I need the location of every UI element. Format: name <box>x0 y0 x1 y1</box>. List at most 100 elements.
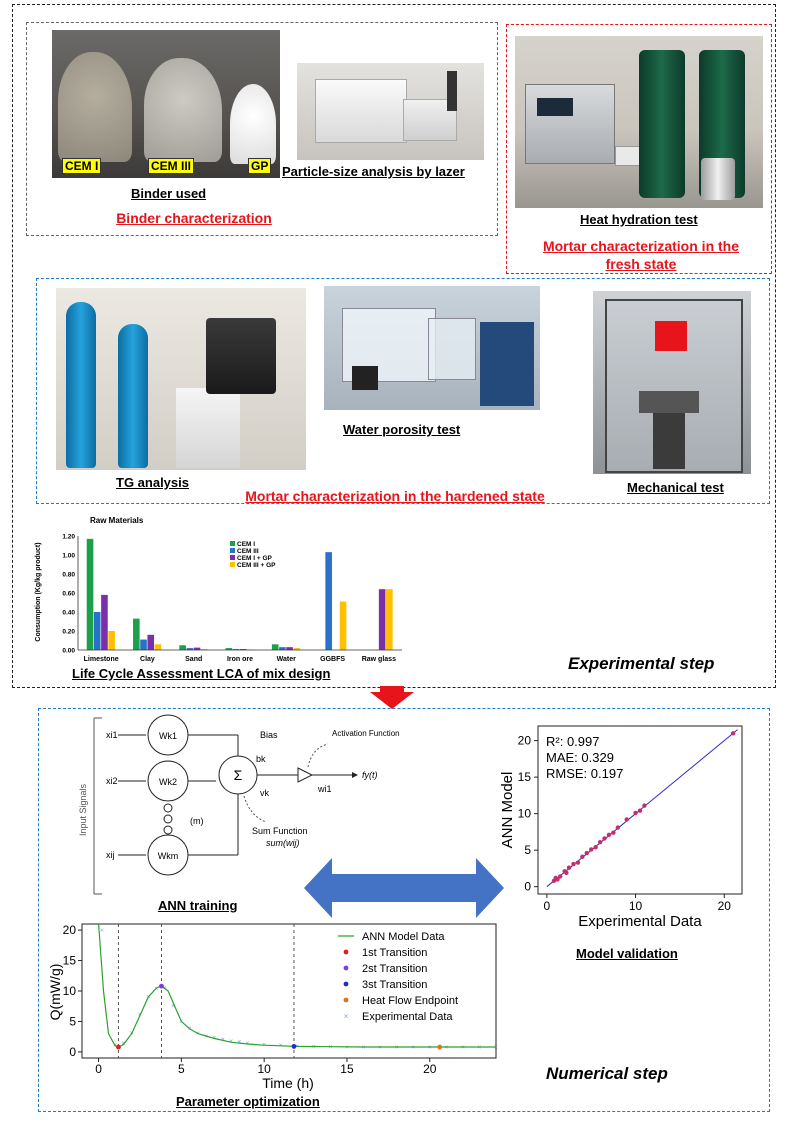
ann-sum-function-label: Sum Function <box>252 826 308 836</box>
particle-size-caption: Particle-size analysis by lazer <box>282 164 465 179</box>
transition-point <box>291 1044 297 1049</box>
ann-vk-label: vk <box>260 788 270 798</box>
lca-caption: Life Cycle Assessment LCA of mix design <box>72 666 331 681</box>
ann-weight-1: Wk1 <box>159 731 177 741</box>
experimental-data-point: × <box>361 1045 365 1052</box>
tg-analysis-caption: TG analysis <box>116 475 189 490</box>
validation-point <box>606 832 612 838</box>
experimental-data-point: × <box>494 1045 498 1052</box>
optimization-xtick-label: 10 <box>257 1062 271 1076</box>
parameter-optimization-caption: Parameter optimization <box>176 1094 320 1109</box>
model-validation-caption: Model validation <box>576 946 678 961</box>
validation-point <box>566 865 572 870</box>
legend-swatch-cross: × <box>344 1012 349 1021</box>
validation-metric-rmse: RMSE: 0.197 <box>546 766 623 781</box>
optimization-legend-label: 2st Transition <box>362 963 427 975</box>
heat-hydration-caption: Heat hydration test <box>580 212 698 227</box>
validation-point <box>580 854 585 859</box>
validation-point <box>730 731 736 736</box>
water-porosity-caption: Water porosity test <box>343 422 461 437</box>
validation-ytick-label: 15 <box>518 770 532 784</box>
ann-wi1-label: wi1 <box>317 784 332 794</box>
ann-training-caption: ANN training <box>158 898 238 913</box>
validation-point <box>597 839 603 845</box>
binder-label-cem3: CEM III <box>148 158 195 174</box>
lca-category-label: GGBFS <box>320 656 345 663</box>
lca-legend-swatch <box>230 548 235 553</box>
lca-category-label: Limestone <box>84 656 119 663</box>
lca-bar <box>154 644 162 650</box>
optimization-ylabel: Q(mW/g) <box>47 964 63 1021</box>
lca-legend-swatch <box>230 562 235 567</box>
lca-chart-ylabel: Consumption (Kg/kg product) <box>35 542 42 641</box>
optimization-legend-label: 1st Transition <box>362 947 427 959</box>
validation-point <box>602 836 607 841</box>
binder-photo: CEM I CEM III GP <box>52 30 280 178</box>
lca-bar <box>386 589 393 650</box>
ann-diagram: Input Signals xi1 xi2 xij Wk1 Wk2 Wkm (m… <box>78 714 400 895</box>
experimental-data-point: × <box>171 1003 175 1010</box>
ann-sum-symbol: Σ <box>234 767 243 783</box>
experimental-data-point: × <box>154 986 158 993</box>
ann-activation-label: Activation Function <box>332 729 400 738</box>
validation-point <box>555 877 560 882</box>
optimization-ytick-label: 0 <box>69 1045 76 1059</box>
ann-output-label: fy(t) <box>362 770 378 780</box>
optimization-xtick-label: 15 <box>340 1062 354 1076</box>
numerical-step-frame <box>38 708 770 1112</box>
validation-xlabel: Experimental Data <box>578 913 702 930</box>
validation-point <box>637 808 643 813</box>
binder-characterization-box <box>26 22 498 236</box>
mechanical-test-photo <box>593 291 751 474</box>
mechanical-test-caption: Mechanical test <box>627 480 724 495</box>
lca-bar <box>240 649 247 650</box>
validation-point <box>642 803 647 808</box>
validation-point <box>611 830 616 835</box>
fresh-state-title: Mortar characterization in the fresh sta… <box>542 238 740 272</box>
lca-legend-label: CEM III <box>237 548 259 555</box>
experimental-data-point: × <box>328 1044 332 1051</box>
lca-category-label: Iron ore <box>227 656 253 663</box>
ann-input-2: xi2 <box>106 776 118 786</box>
optimization-xtick-label: 5 <box>178 1062 185 1076</box>
validation-point <box>557 874 563 879</box>
lca-legend-swatch <box>230 541 235 546</box>
lca-bar <box>271 644 279 650</box>
lca-bar <box>133 618 140 650</box>
validation-point <box>624 817 629 822</box>
ann-input-signals-label: Input Signals <box>78 783 88 836</box>
lca-legend-label: CEM I <box>237 541 255 548</box>
optimization-ytick-label: 5 <box>69 1014 76 1028</box>
lca-bar <box>286 647 293 650</box>
lca-bar <box>186 648 194 650</box>
ann-bk-label: bk <box>256 754 266 764</box>
validation-xtick-label: 0 <box>544 899 551 913</box>
binder-label-cem1: CEM I <box>62 158 102 174</box>
validation-ytick-label: 20 <box>518 734 532 748</box>
lca-ytick-label: 1.20 <box>62 534 75 541</box>
hardened-state-title: Mortar characterization in the hardened … <box>245 488 545 504</box>
lca-category-label: Clay <box>140 656 155 663</box>
optimization-legend-label: Heat Flow Endpoint <box>362 995 458 1007</box>
validation-xtick-label: 10 <box>629 899 643 913</box>
validation-xtick-label: 20 <box>718 899 732 913</box>
ann-input-1: xi1 <box>106 730 118 740</box>
optimization-ytick-label: 10 <box>63 984 77 998</box>
binder-label-gp: GP <box>248 158 272 174</box>
lca-category-label: Raw glass <box>362 656 396 663</box>
lca-bar <box>108 631 115 650</box>
validation-metric-r2: R²: 0.997 <box>546 734 599 749</box>
experimental-data-point: × <box>345 1045 349 1052</box>
legend-swatch-dot <box>343 997 349 1003</box>
binder-used-caption: Binder used <box>131 186 207 201</box>
optimization-xlabel: Time (h) <box>262 1075 314 1091</box>
transition-point <box>159 983 164 989</box>
optimization-legend-label: 3st Transition <box>362 979 427 991</box>
experimental-data-point: × <box>477 1045 481 1052</box>
ann-input-j: xij <box>106 850 115 860</box>
validation-point <box>633 810 638 816</box>
optimization-xtick-label: 0 <box>95 1062 102 1076</box>
bidirectional-arrow-blue <box>304 858 504 918</box>
